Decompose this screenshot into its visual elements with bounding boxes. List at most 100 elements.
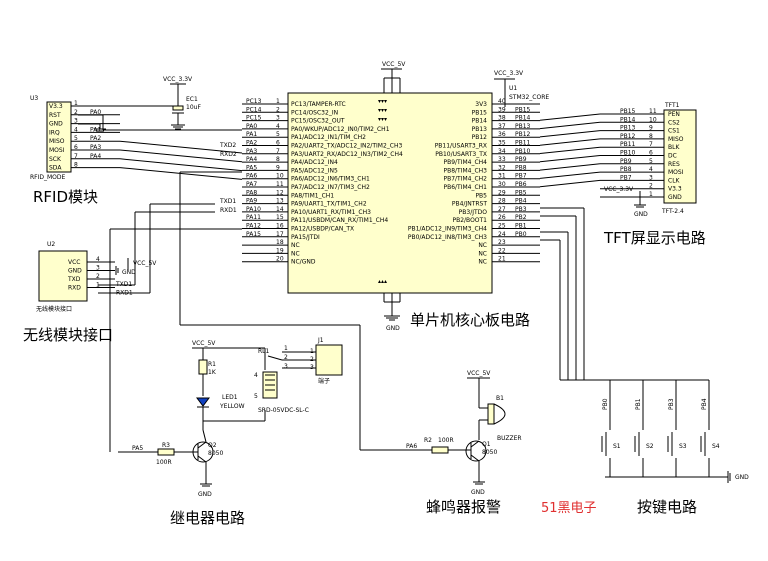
wireless-part-name: 无线模块接口 <box>36 305 72 313</box>
mcu-net: PA7 <box>246 181 257 188</box>
relay-net: PA5 <box>132 445 143 452</box>
txd1-label: TXD1 <box>219 198 236 205</box>
mcu-pin-num: 23 <box>498 239 506 246</box>
tft-part-name: TFT-2.4 <box>661 208 684 215</box>
svg-text:2: 2 <box>310 356 314 363</box>
led-ref: LED1 <box>222 394 238 401</box>
mcu-net: PB12 <box>515 131 531 138</box>
tft-net: PB13 <box>620 125 636 132</box>
buzzer-ref: B1 <box>496 395 504 402</box>
mcu-pin-label: PB2/BOOT1 <box>452 217 487 224</box>
key-ref: S4 <box>712 443 720 450</box>
vcc5v-label-relay: VCC_5V <box>192 340 216 347</box>
mcu-pin-label: PB12 <box>472 134 488 141</box>
mcu-net: PB14 <box>515 115 531 122</box>
vcc5v-label-wl: VCC_5V <box>133 260 157 267</box>
mcu-pin-num: 37 <box>498 123 506 130</box>
key-net: PB3 <box>668 398 675 410</box>
mcu-net: PA11 <box>246 214 261 221</box>
mcu-pin-label: PB15 <box>472 109 488 116</box>
rfid-pin-label: MOSI <box>49 147 65 154</box>
tft-pin-label: RES <box>668 161 680 168</box>
rfid-pin-label: GND <box>49 121 63 128</box>
mcu-net: PB8 <box>515 164 527 171</box>
wireless-ref: U2 <box>47 241 55 248</box>
mcu-net: PA1 <box>246 131 257 138</box>
key-ref: S1 <box>613 443 621 450</box>
mcu-net: PB11 <box>515 140 531 147</box>
mcu-pin-num: 34 <box>498 148 506 155</box>
rxd1-label: RXD1 <box>220 207 237 214</box>
wireless-pin-label: TXD <box>67 276 81 283</box>
mcu-pin-num: 1 <box>276 98 280 105</box>
tft-net: PB14 <box>620 116 636 123</box>
mcu-pin-num: 39 <box>498 106 506 113</box>
mcu-pin-label: 3V3 <box>475 101 487 108</box>
tft-pin-num: 3 <box>649 174 653 181</box>
rfid-pin-label: MISO <box>49 138 65 145</box>
mcu-pin-label: PA5/ADC12_IN5 <box>291 167 338 174</box>
mcu-pin-label: NC <box>478 242 487 249</box>
mcu-pin-label: PB10/USART3_TX <box>435 151 487 158</box>
mcu-pin-label: PB5 <box>475 192 487 199</box>
mcu-pin-label: NC <box>478 259 487 266</box>
mcu-net: PA5 <box>246 164 257 171</box>
mcu-net: PA2 <box>246 140 257 147</box>
brand-label: 51黑电子 <box>541 501 597 516</box>
gnd-label-tft: GND <box>634 211 648 218</box>
svg-text:4: 4 <box>254 372 258 379</box>
mcu-pin-label: PC13/TAMPER-RTC <box>291 101 346 108</box>
tft-pin-label: CS2 <box>668 119 680 126</box>
rfid-pin-num: 1 <box>74 100 78 107</box>
tft-pin-label: BLK <box>668 144 680 151</box>
mcu-net: PB3 <box>515 206 527 213</box>
mcu-net: PA9 <box>246 198 257 205</box>
mcu-pin-label: PA8/TIM1_CH1 <box>291 192 334 199</box>
tft-ref: TFT1 <box>664 102 680 109</box>
key-net: PB1 <box>635 398 642 410</box>
key-ref: S3 <box>679 443 687 450</box>
tft-pin-label: GND <box>668 194 682 201</box>
gnd-label-keys: GND <box>735 474 749 481</box>
mcu-net: PA0 <box>246 123 257 130</box>
mcu-pin-label: PB9/TIM4_CH4 <box>443 159 487 166</box>
relay-part-name: SRD-05VDC-SL-C <box>258 407 309 414</box>
mcu-pin-label: PA1/ADC12_IN1/TIM_CH2 <box>291 134 366 141</box>
mcu-pin-label: NC <box>291 250 300 257</box>
mcu-net: PA8 <box>246 189 257 196</box>
rfid-net: PA4 <box>90 153 101 160</box>
rfid-pin-label: V3.3 <box>49 103 63 110</box>
mcu-pin-label: PA10/UART1_RX/TIM1_CH3 <box>291 209 371 216</box>
mcu-net: PC15 <box>246 115 262 122</box>
rfid-net: PA1 <box>90 126 101 133</box>
svg-text:▾▾▾: ▾▾▾ <box>378 107 387 114</box>
rfid-pin-num: 7 <box>74 153 78 160</box>
svg-text:▾▾▾: ▾▾▾ <box>378 116 387 123</box>
tft-pin-num: 8 <box>649 133 653 140</box>
title-tft: TFT屏显示电路 <box>603 229 706 247</box>
rxd2-label: RXD2 <box>220 151 237 158</box>
rfid-pin-num: 8 <box>74 162 78 169</box>
mcu-pin-label: PA12/USBDP/CAN_TX <box>291 226 354 233</box>
title-buzzer: 蜂鸣器报警 <box>426 498 501 516</box>
rfid-net: PA3 <box>90 144 101 151</box>
wireless-pin-num: 2 <box>96 273 100 280</box>
gnd-label-wl: GND <box>122 269 136 276</box>
mcu-net: PA4 <box>246 156 257 163</box>
r1-ref: R1 <box>208 361 216 368</box>
cap-section: VCC_3.3V EC1 10uF <box>78 76 201 132</box>
tft-pin-num: 7 <box>649 141 653 148</box>
tft-pin-num: 5 <box>649 158 653 165</box>
mcu-pin-num: 33 <box>498 156 506 163</box>
mcu-pin-label: PB11/USART3_RX <box>435 143 487 150</box>
tft-net: PB9 <box>620 158 632 165</box>
buzzer-circuit: VCC_5V B1 BUZZER GND Q1 8050 R2 100R PA6 <box>360 370 522 496</box>
mcu-pin-num: 6 <box>276 140 280 147</box>
rfid-pin-num: 5 <box>74 135 78 142</box>
mcu-net: PB7 <box>515 173 527 180</box>
svg-text:5: 5 <box>254 393 258 400</box>
